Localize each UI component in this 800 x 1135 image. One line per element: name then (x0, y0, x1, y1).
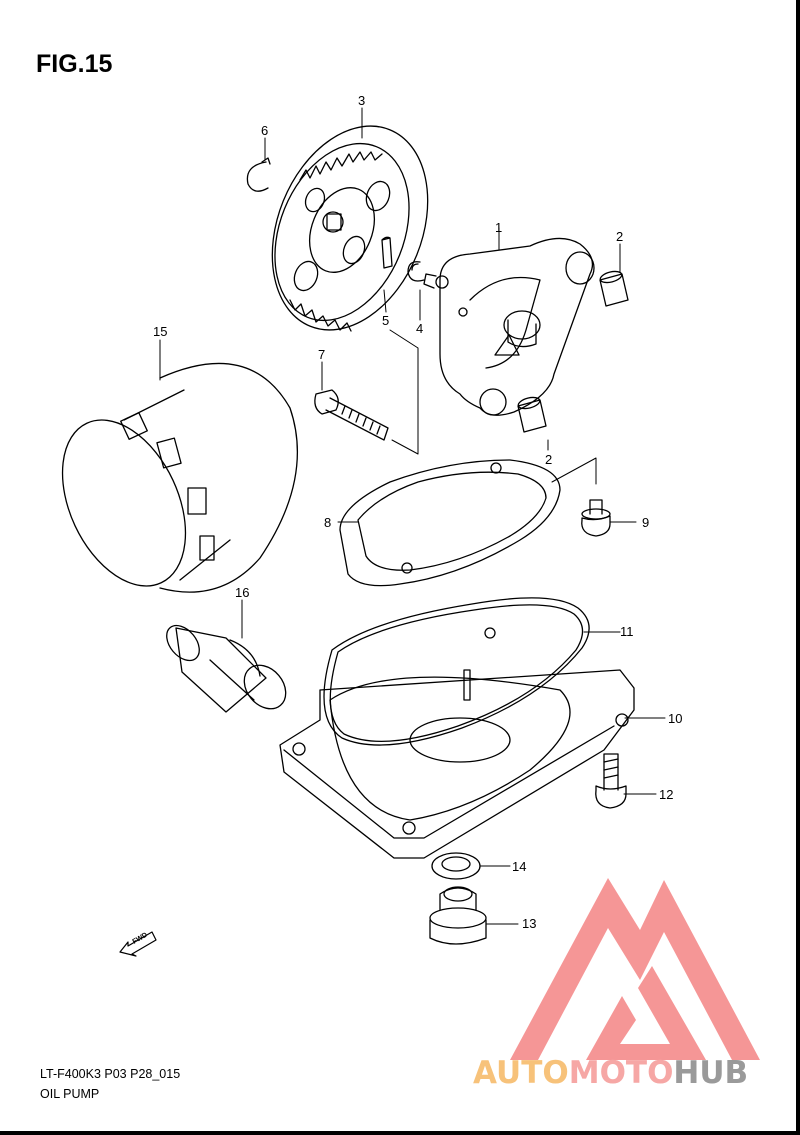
pump-bolt (314, 389, 389, 441)
callout-2-lower: 2 (545, 452, 553, 467)
pan-bolt (595, 753, 627, 809)
o-ring (323, 597, 590, 746)
watermark-text: AUTOMOTOHUB (473, 1055, 749, 1091)
oil-pump-gear (271, 125, 429, 332)
callout-3: 3 (358, 93, 366, 108)
dowel-pin-lower (517, 396, 547, 433)
oil-strainer (339, 459, 561, 587)
forward-arrow-icon: FWD (119, 931, 157, 957)
callout-6: 6 (261, 123, 269, 138)
callout-13: 13 (522, 916, 537, 931)
oil-pan (279, 627, 635, 859)
oil-pressure-switch (166, 624, 287, 713)
callout-12: 12 (659, 787, 674, 802)
callout-7: 7 (318, 347, 326, 362)
callout-9: 9 (642, 515, 650, 530)
callout-15: 15 (153, 324, 168, 339)
callout-11: 11 (620, 624, 634, 639)
watermark-logo (510, 878, 760, 1060)
diagram-code: LT-F400K3 P03 P28_015 (40, 1067, 181, 1081)
drain-plug (429, 886, 487, 945)
clip-washer (407, 261, 425, 282)
dowel-pin-upper (599, 270, 629, 307)
leader-lines (159, 107, 666, 925)
callout-8: 8 (324, 515, 332, 530)
strainer-bolt (581, 499, 611, 537)
diagram-name: OIL PUMP (40, 1087, 100, 1101)
frame-edge-right (796, 0, 800, 1135)
callout-4: 4 (416, 321, 424, 336)
callout-10: 10 (668, 711, 683, 726)
callout-5: 5 (382, 313, 390, 328)
figure-title: FIG.15 (36, 50, 113, 78)
oil-filter (61, 362, 299, 593)
callout-14: 14 (512, 859, 527, 874)
callout-2-upper: 2 (616, 229, 624, 244)
callout-16: 16 (235, 585, 250, 600)
circlip (246, 161, 269, 192)
oil-pump-body (423, 237, 595, 416)
frame-edge-bottom (0, 1131, 800, 1135)
callout-1: 1 (495, 220, 503, 235)
pin (381, 236, 393, 269)
